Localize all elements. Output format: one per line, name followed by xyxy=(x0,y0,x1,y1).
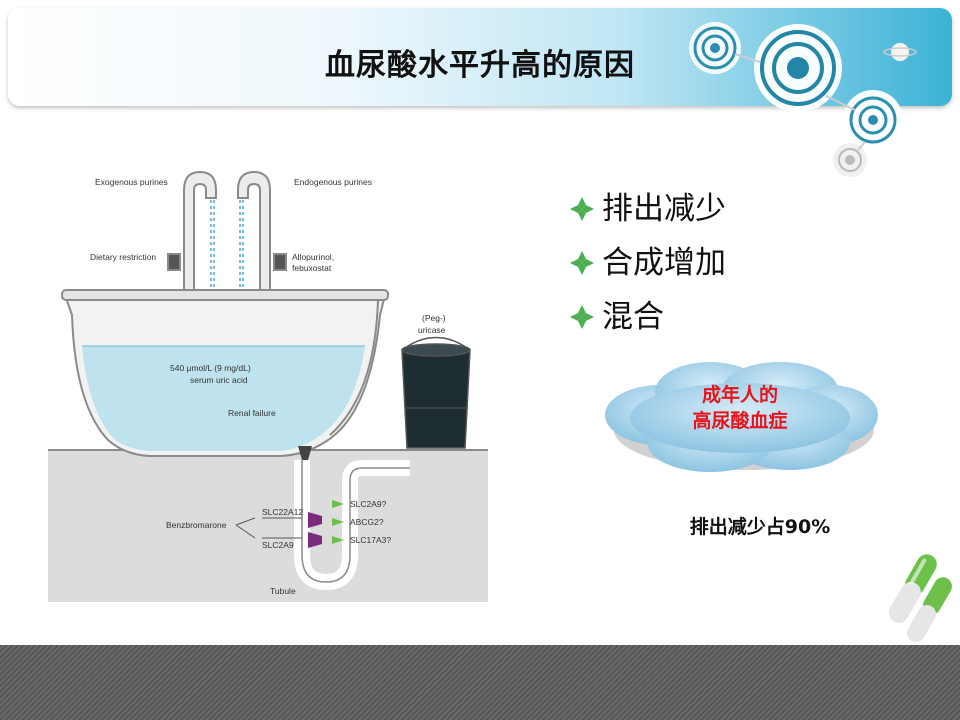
label-tubule: Tubule xyxy=(270,586,296,596)
label-abcg2: ABCG2? xyxy=(350,517,384,527)
diamond-bullet-icon xyxy=(570,197,594,221)
label-endogenous: Endogenous purines xyxy=(294,177,372,187)
bucket-icon xyxy=(401,336,471,449)
label-slc2a9-left: SLC2A9 xyxy=(262,540,294,550)
diamond-bullet-icon xyxy=(570,305,594,329)
label-slc22a12: SLC22A12 xyxy=(262,507,303,517)
label-slc2a9-right: SLC2A9? xyxy=(350,499,387,509)
cloud-text: 成年人的 高尿酸血症 xyxy=(600,382,880,434)
label-serum-2: serum uric acid xyxy=(190,375,248,385)
uric-acid-bathtub-diagram: Exogenous purines Endogenous purines Die… xyxy=(40,150,490,610)
bullet-text: 排出减少 xyxy=(602,191,726,227)
capsule-pill-icon xyxy=(888,554,952,643)
label-exogenous: Exogenous purines xyxy=(95,177,168,187)
decor-circles-icon xyxy=(689,22,917,177)
cloud-line-1: 成年人的 xyxy=(701,384,778,406)
faucet-right-icon xyxy=(237,170,287,296)
footer-bar xyxy=(0,645,960,720)
diamond-bullet-icon xyxy=(570,251,594,275)
slide-title: 血尿酸水平升高的原因 xyxy=(325,48,635,83)
transporters xyxy=(235,500,344,548)
bullet-item: 合成增加 xyxy=(568,236,726,290)
faucet-left-icon xyxy=(167,170,217,296)
label-peg-1: (Peg-) xyxy=(422,313,446,323)
label-allopurinol-1: Allopurinol, xyxy=(292,252,334,262)
bullet-list: 排出减少 合成增加 混合 xyxy=(568,182,726,344)
label-peg-2: uricase xyxy=(418,325,446,335)
label-slc17a3: SLC17A3? xyxy=(350,535,391,545)
label-dietary: Dietary restriction xyxy=(90,252,156,262)
bullet-item: 混合 xyxy=(568,290,726,344)
label-benzbromarone: Benzbromarone xyxy=(166,520,227,530)
bullet-text: 合成增加 xyxy=(602,245,726,281)
label-serum-1: 540 μmol/L (9 mg/dL) xyxy=(170,363,251,373)
bullet-text: 混合 xyxy=(602,299,664,335)
label-renal: Renal failure xyxy=(228,408,276,418)
bullet-item: 排出减少 xyxy=(568,182,726,236)
cloud-line-2: 高尿酸血症 xyxy=(692,410,788,432)
label-allopurinol-2: febuxostat xyxy=(292,263,332,273)
summary-text: 排出减少占90% xyxy=(689,516,831,538)
cloud-shape-icon xyxy=(605,362,878,472)
